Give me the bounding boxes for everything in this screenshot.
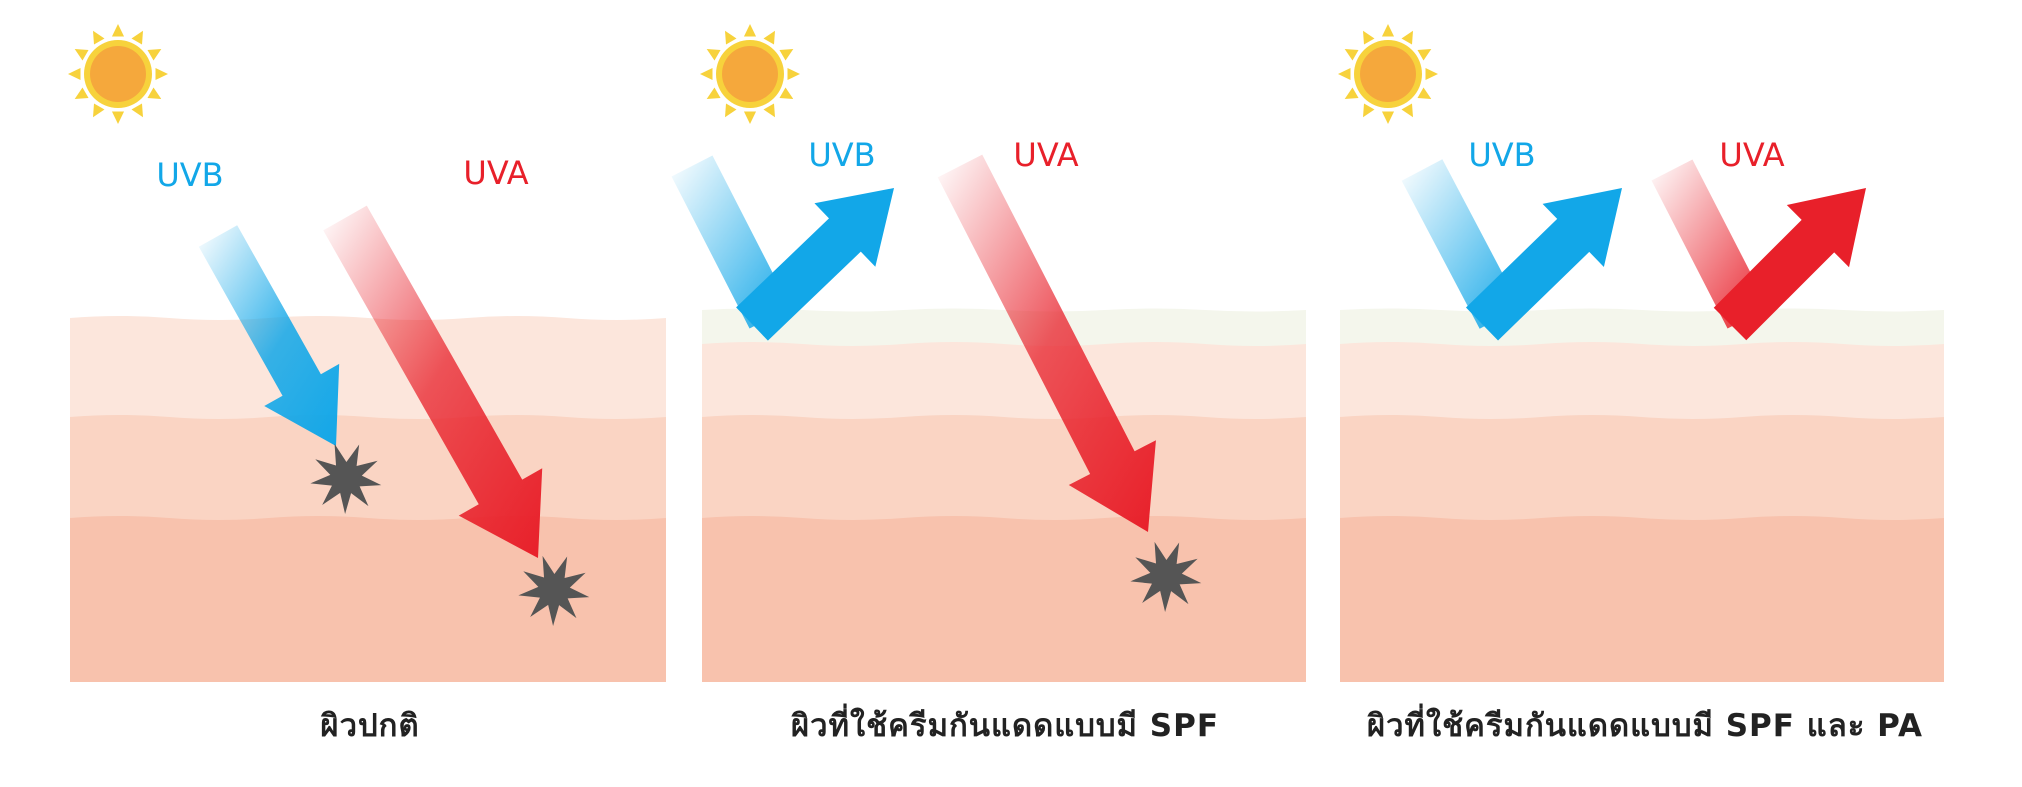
sun-ray	[779, 87, 794, 99]
uva-arrow	[323, 205, 543, 558]
sun-ray	[725, 103, 737, 118]
sun-ray	[111, 111, 125, 124]
sun-ray	[93, 103, 105, 118]
uva-label: UVA	[1719, 136, 1784, 174]
sun-ray	[700, 67, 713, 81]
skin-layer-hypodermis	[1340, 516, 1944, 682]
caption-spf-pa-skin: ผิวที่ใช้ครีมกันแดดแบบมี SPF และ PA	[1366, 708, 1924, 744]
sun-ray	[74, 87, 89, 99]
uvb-damage-icon	[310, 443, 382, 514]
sun-ray	[111, 24, 125, 37]
skin-layer-epidermis	[70, 316, 666, 420]
sun-ray	[743, 24, 757, 37]
sun-ray	[155, 67, 168, 81]
sun-ray	[1381, 24, 1395, 37]
sun-ray	[93, 30, 105, 45]
panel-3: UVB UVA	[1338, 24, 1944, 682]
panel-2: UVB UVA	[671, 24, 1306, 682]
uva-label: UVA	[463, 154, 528, 192]
sun-ray	[763, 30, 775, 45]
sun-ray	[147, 87, 162, 99]
skin-layer-dermis	[702, 415, 1306, 522]
sun-icon	[700, 24, 800, 124]
sun-ray	[131, 30, 143, 45]
uvb-label: UVB	[156, 156, 223, 194]
uvb-reflected	[1465, 188, 1622, 341]
sun-ray	[1363, 103, 1375, 118]
sun-ray	[787, 67, 800, 81]
caption-spf-skin: ผิวที่ใช้ครีมกันแดดแบบมี SPF	[791, 708, 1219, 744]
uvb-label: UVB	[808, 136, 875, 174]
sun-ray	[1417, 49, 1432, 61]
panels-root: UVB UVA UVB UVA UVB UVA	[68, 24, 1944, 682]
skin-layer-hypodermis	[702, 516, 1306, 682]
sun-ray	[706, 49, 721, 61]
uva-arrow	[1651, 159, 1866, 341]
sunscreen-layer	[702, 308, 1306, 346]
uvb-label: UVB	[1468, 136, 1535, 174]
uvb-arrow	[671, 155, 894, 341]
sun-ray	[1401, 30, 1413, 45]
uva-damage-icon	[1130, 541, 1202, 612]
sun-icon	[1338, 24, 1438, 124]
sun-ray	[725, 30, 737, 45]
skin-layer-epidermis	[702, 342, 1306, 420]
sun-ray	[1381, 111, 1395, 124]
caption-normal-skin: ผิวปกติ	[320, 708, 420, 744]
uva-arrow	[937, 154, 1156, 533]
sun-ray	[131, 103, 143, 118]
uvb-arrow	[1401, 159, 1622, 341]
sun-ray	[779, 49, 794, 61]
sun-ray	[1401, 103, 1413, 118]
sun-ray	[74, 49, 89, 61]
skin-layer-epidermis	[1340, 342, 1944, 420]
sun-ray	[1417, 87, 1432, 99]
uva-damage-icon	[518, 555, 590, 626]
sun-core	[90, 46, 146, 102]
sun-core	[722, 46, 778, 102]
panel-1: UVB UVA	[68, 24, 666, 682]
sun-ray	[68, 67, 81, 81]
uvb-arrow	[198, 225, 340, 446]
sun-ray	[147, 49, 162, 61]
sun-ray	[1338, 67, 1351, 81]
sun-ray	[706, 87, 721, 99]
uvb-reflected	[736, 188, 894, 341]
uva-label: UVA	[1013, 136, 1078, 174]
skin-layer-hypodermis	[70, 516, 666, 682]
sun-ray	[763, 103, 775, 118]
uva-reflected	[1713, 188, 1866, 341]
sunscreen-layer	[1340, 308, 1944, 346]
sun-icon	[68, 24, 168, 124]
skin-layer-dermis	[1340, 415, 1944, 522]
sun-ray	[743, 111, 757, 124]
sun-ray	[1344, 49, 1359, 61]
sun-ray	[1363, 30, 1375, 45]
sun-core	[1360, 46, 1416, 102]
sun-ray	[1425, 67, 1438, 81]
sun-ray	[1344, 87, 1359, 99]
